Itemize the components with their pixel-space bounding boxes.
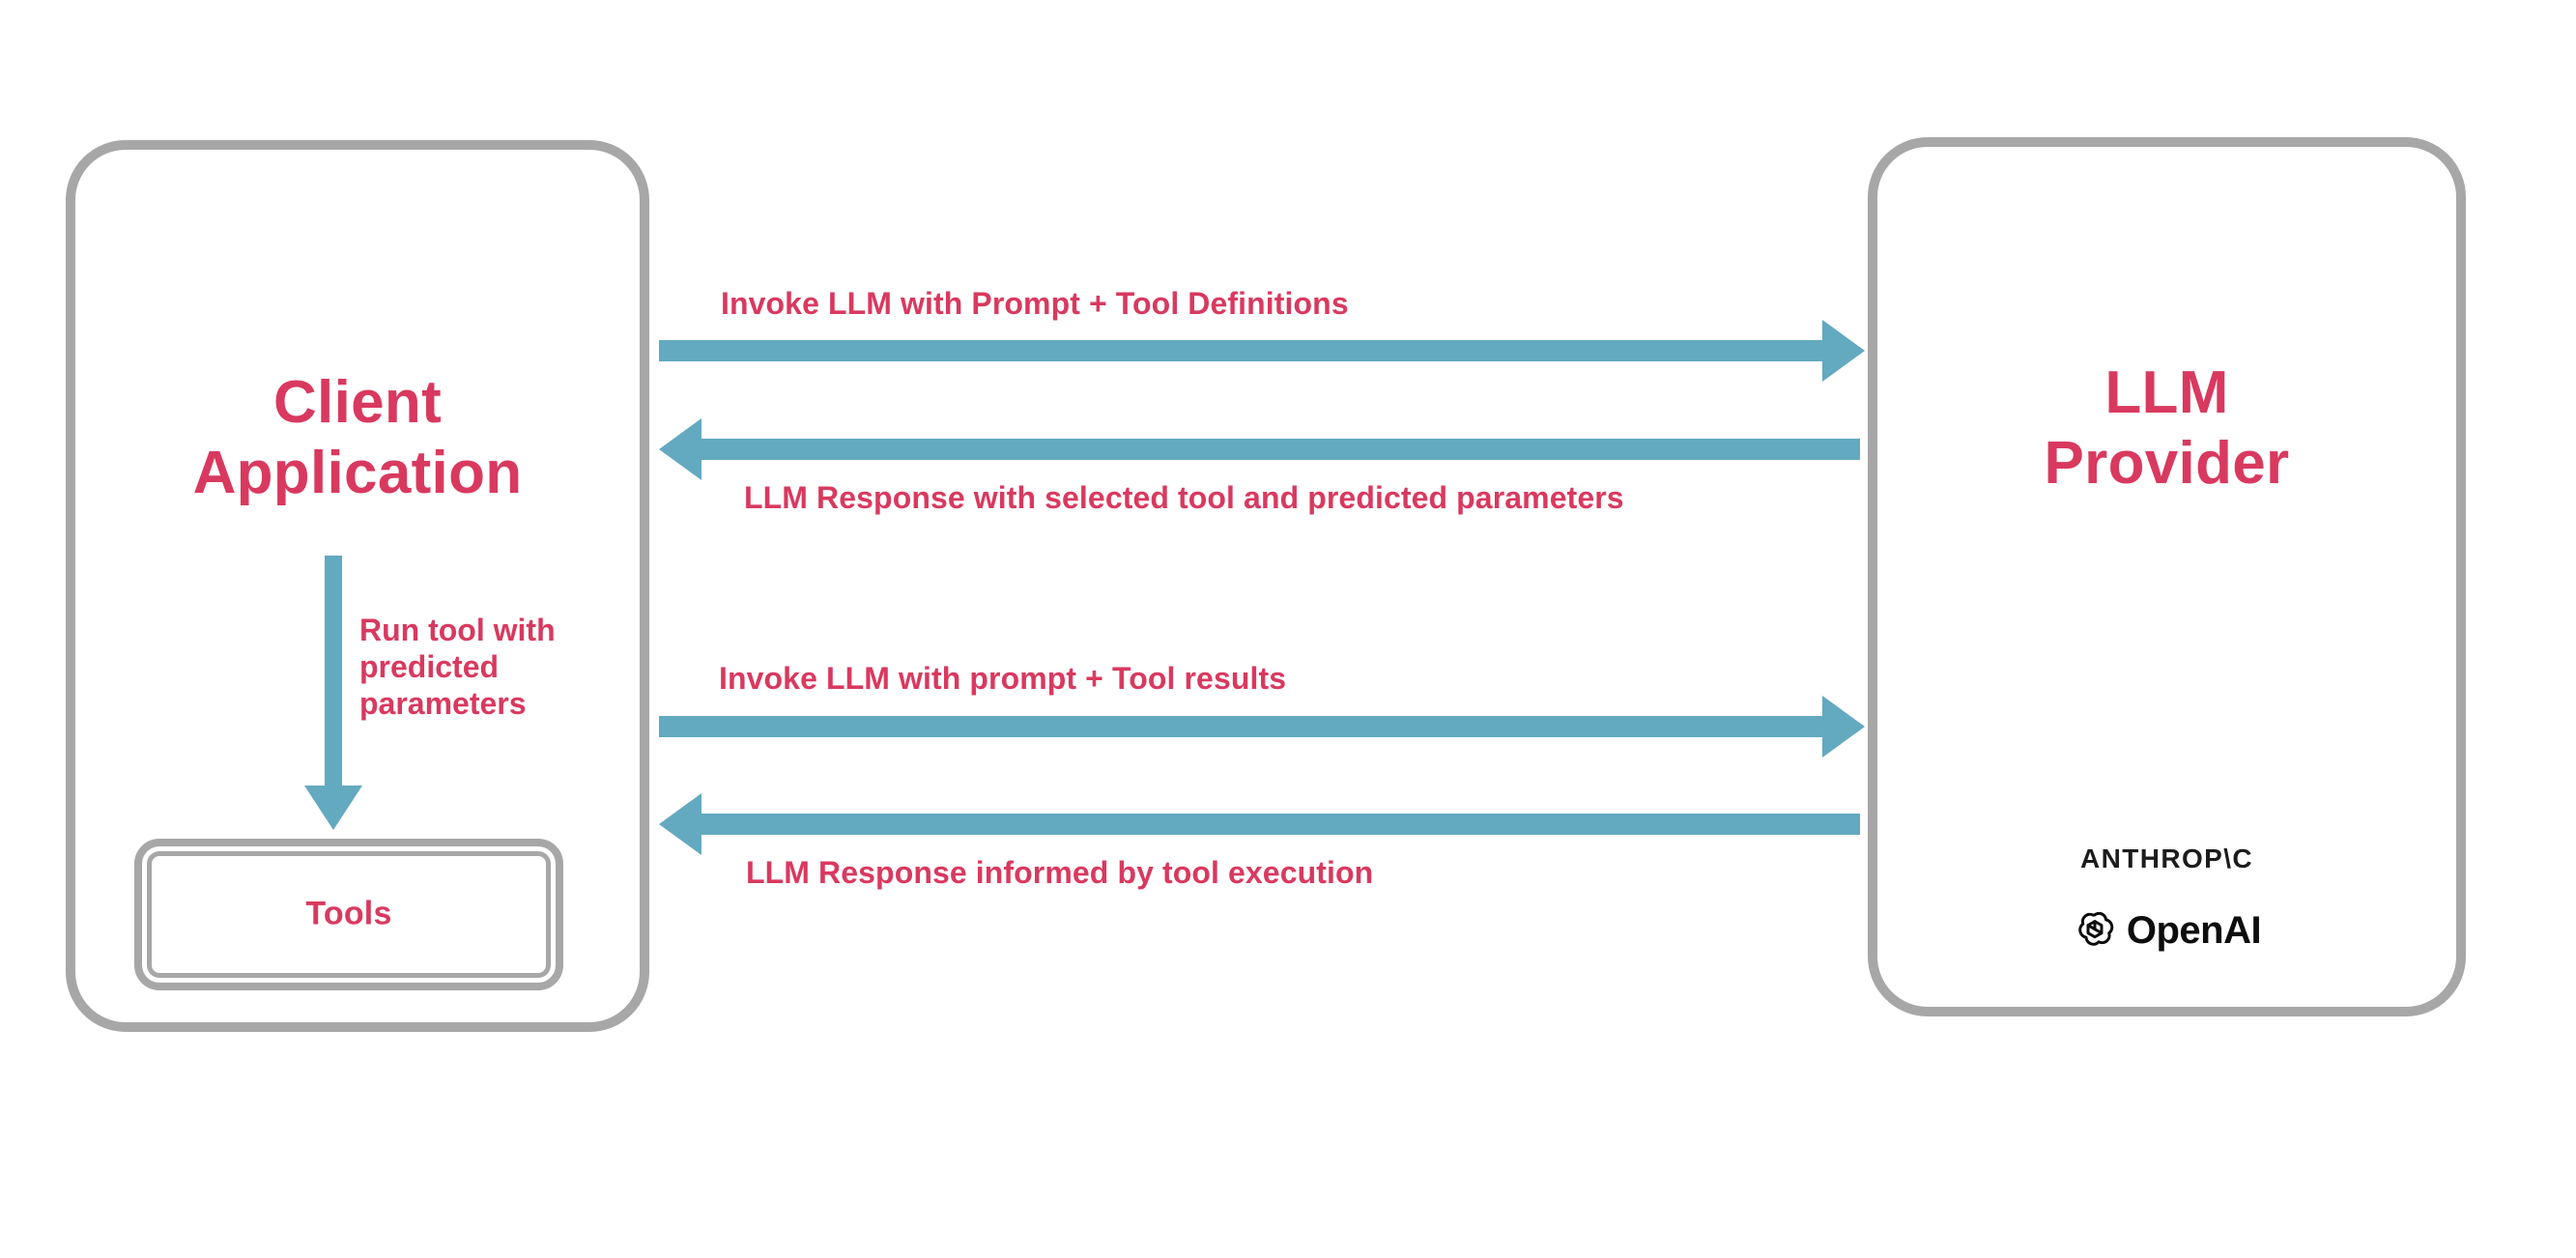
flow-label-invoke-with-tool-results: Invoke LLM with prompt + Tool results: [719, 661, 1287, 696]
client-title-line-1: Client: [272, 369, 443, 436]
arrow-shaft: [701, 439, 1860, 460]
run-tool-arrow-shaft: [325, 556, 342, 786]
llm-provider-box: [1868, 137, 2466, 1016]
arrow-head-right: [1822, 320, 1865, 382]
arrow-shaft: [659, 716, 1822, 737]
openai-logo: OpenAI: [1868, 908, 2466, 953]
flow-label-invoke-with-tool-definitions: Invoke LLM with Prompt + Tool Definition…: [721, 286, 1349, 321]
arrow-head-left: [659, 793, 701, 855]
client-application-title: Client Application: [66, 367, 649, 508]
flow-label-llm-response-informed-by-tools: LLM Response informed by tool execution: [746, 855, 1374, 890]
arrow-head-right: [1822, 696, 1865, 758]
run-tool-arrow-head: [304, 786, 362, 830]
llm-title-line-2: Provider: [2044, 430, 2290, 498]
openai-wordmark: OpenAI: [2126, 908, 2262, 952]
arrow-head-left: [659, 418, 701, 480]
tools-label: Tools: [305, 895, 392, 932]
client-title-line-2: Application: [192, 440, 523, 507]
flow-label-llm-response-with-tool-selection: LLM Response with selected tool and pred…: [744, 480, 1624, 515]
openai-swirl-icon: [2078, 911, 2114, 946]
run-tool-label: Run tool with predicted parameters: [359, 613, 556, 721]
llm-title-line-1: LLM: [2104, 359, 2229, 426]
run-tool-arrow: [304, 556, 362, 830]
arrow-shaft: [701, 814, 1860, 835]
tools-box: Tools: [134, 839, 563, 990]
llm-provider-title: LLM Provider: [1868, 357, 2466, 499]
anthropic-logo: ANTHROP\C: [2079, 843, 2254, 873]
arrow-shaft: [659, 340, 1822, 361]
